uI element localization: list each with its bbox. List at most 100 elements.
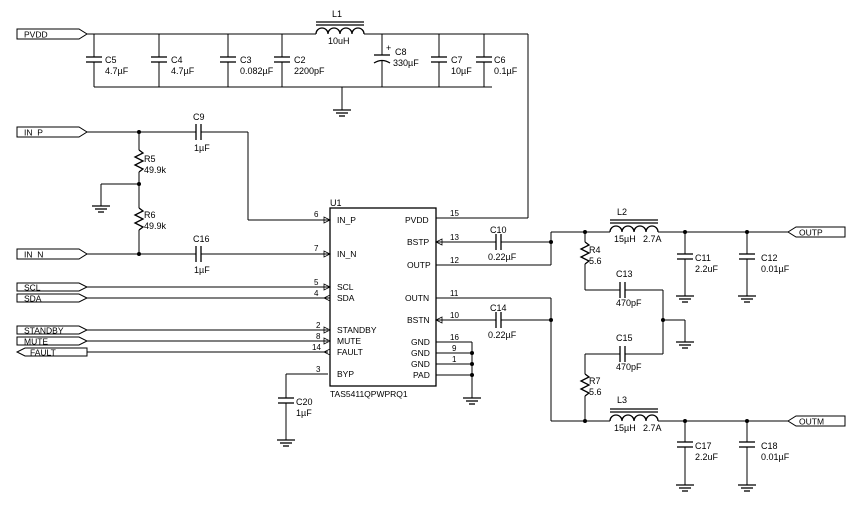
- c10-value: 0.22µF: [488, 252, 517, 262]
- c15-ref: C15: [616, 333, 633, 343]
- c4-ref: C4: [171, 55, 183, 65]
- pin-name-pvdd: PVDD: [405, 215, 429, 225]
- in-n-port-label: IN_N: [24, 250, 43, 260]
- pin-num-byp: 3: [316, 365, 321, 374]
- c12-ref: C12: [761, 253, 778, 263]
- c16-value: 1µF: [194, 265, 210, 275]
- mute-port-label: MUTE: [24, 337, 48, 347]
- c6-ref: C6: [494, 55, 506, 65]
- l1-value: 10uH: [328, 36, 350, 46]
- c15-value: 470pF: [616, 362, 642, 372]
- ground-symbol: [738, 295, 756, 303]
- c14-ref: C14: [490, 303, 507, 313]
- pvdd-port-label: PVDD: [24, 30, 48, 40]
- c5-value: 4.7µF: [105, 66, 129, 76]
- mute-port: [16, 336, 89, 346]
- l3-ref: L3: [617, 395, 627, 405]
- l2-value: 15µH: [614, 234, 636, 244]
- scl-port: [16, 282, 89, 292]
- pin-num-gnd3: 1: [452, 355, 457, 364]
- pin-name-mute: MUTE: [337, 336, 361, 346]
- outp-port-label: OUTP: [799, 228, 823, 238]
- c13-ref: C13: [616, 269, 633, 279]
- r4-resistor: [579, 241, 591, 265]
- ground-symbol: [463, 397, 481, 405]
- c17-ref: C17: [695, 441, 712, 451]
- r5-value: 49.9k: [144, 165, 167, 175]
- r7-ref: R7: [589, 376, 601, 386]
- chip-ref: U1: [330, 198, 342, 208]
- c4-value: 4.7µF: [171, 66, 195, 76]
- input-section: IN_P C9 1µF R5 49.9k R6 49.9k IN_N C16: [15, 112, 328, 447]
- pin-num-bstp: 13: [450, 233, 459, 242]
- c12-value: 0.01µF: [761, 264, 790, 274]
- c11-value: 2.2uF: [695, 264, 719, 274]
- c3-value: 0.082µF: [240, 66, 274, 76]
- c9-ref: C9: [193, 112, 205, 122]
- l3-value: 15µH: [614, 423, 636, 433]
- l2-current: 2.7A: [643, 234, 662, 244]
- in-p-port: [16, 126, 88, 138]
- pvdd-port: [16, 28, 88, 40]
- pin-name-in-p: IN_P: [337, 215, 356, 225]
- pin-name-scl: SCL: [337, 282, 354, 292]
- c6-value: 0.1µF: [494, 66, 518, 76]
- sda-port-label: SDA: [24, 294, 42, 304]
- pin-name-outn: OUTN: [405, 293, 429, 303]
- r6-ref: R6: [144, 210, 156, 220]
- c17-value: 2.2uF: [695, 452, 719, 462]
- r4-ref: R4: [589, 245, 601, 255]
- pin-name-outp: OUTP: [407, 260, 431, 270]
- c14-value: 0.22µF: [488, 330, 517, 340]
- outm-port-label: OUTM: [799, 417, 824, 427]
- in-p-port-label: IN_P: [24, 128, 43, 138]
- pin-num-bstn: 10: [450, 311, 459, 320]
- l1-inductor: [315, 27, 365, 35]
- chip-part: TAS5411QPWPRQ1: [330, 389, 408, 399]
- output-section: C10 0.22µF C14 0.22µF L2 15µH 2.7A OUTP: [488, 207, 846, 492]
- c5-ref: C5: [105, 55, 117, 65]
- c11-ref: C11: [695, 253, 711, 263]
- standby-port: [16, 325, 89, 335]
- ground-symbol: [676, 341, 694, 349]
- c16-ref: C16: [193, 234, 210, 244]
- fault-port-label: FAULT: [30, 348, 56, 358]
- c7-value: 10µF: [451, 66, 472, 76]
- pin-name-in-n: IN_N: [337, 249, 356, 259]
- pin-name-gnd1: GND: [411, 337, 430, 347]
- pin-name-standby: STANDBY: [337, 325, 377, 335]
- c13-value: 470pF: [616, 298, 642, 308]
- fault-port: [15, 347, 88, 357]
- pin-name-sda: SDA: [337, 293, 355, 303]
- standby-port-label: STANDBY: [24, 326, 64, 336]
- c20-value: 1µF: [296, 408, 312, 418]
- pin-num-outn: 11: [450, 289, 459, 298]
- c8-value: 330µF: [393, 58, 419, 68]
- ground-symbol: [676, 295, 694, 303]
- pin-num-outp: 12: [450, 256, 459, 265]
- pin-num-in-n: 7: [314, 244, 319, 253]
- c18-value: 0.01µF: [761, 452, 790, 462]
- c18-ref: C18: [761, 441, 778, 451]
- l2-ref: L2: [617, 207, 627, 217]
- c2-ref: C2: [294, 55, 306, 65]
- pin-num-fault: 14: [312, 343, 321, 352]
- ground-symbol: [277, 439, 295, 447]
- sda-port: [16, 293, 89, 303]
- c7-ref: C7: [451, 55, 463, 65]
- ground-symbol: [333, 109, 351, 117]
- pin-num-gnd2: 9: [452, 344, 457, 353]
- pin-name-pad: PAD: [413, 370, 430, 380]
- scl-port-label: SCL: [24, 283, 41, 293]
- c10-ref: C10: [490, 225, 507, 235]
- r5-resistor: [133, 149, 145, 173]
- c20-ref: C20: [296, 397, 313, 407]
- pin-num-standby: 2: [316, 321, 321, 330]
- c3-ref: C3: [240, 55, 252, 65]
- r5-ref: R5: [144, 154, 156, 164]
- l2-inductor: [609, 225, 659, 233]
- pin-name-fault: FAULT: [337, 347, 363, 357]
- pin-num-pvdd: 15: [450, 209, 459, 218]
- pin-num-mute: 8: [316, 332, 321, 341]
